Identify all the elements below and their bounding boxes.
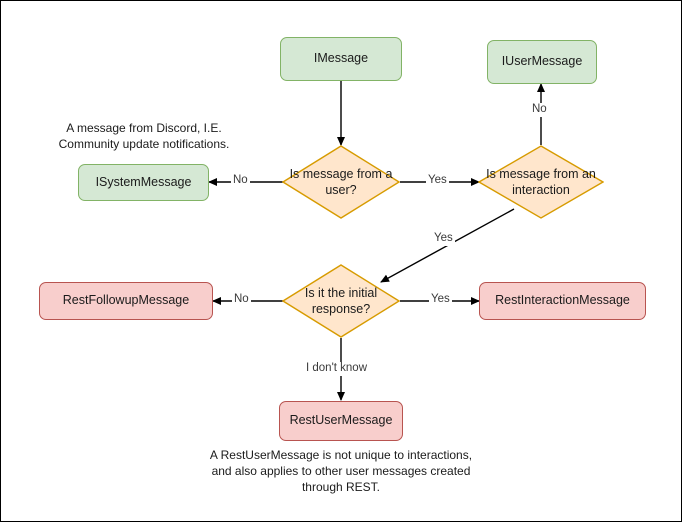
- diamond-shape: [282, 264, 400, 338]
- node-imessage[interactable]: IMessage: [280, 37, 402, 81]
- node-isystemmessage-label: ISystemMessage: [95, 174, 192, 189]
- decision-is-message-from-interaction[interactable]: Is message from an interaction: [478, 145, 604, 219]
- node-isystemmessage[interactable]: ISystemMessage: [78, 164, 209, 201]
- node-restfollowupmessage-label: RestFollowupMessage: [62, 293, 190, 308]
- edge-label-initial-no: No: [232, 293, 251, 307]
- decision-is-initial-response[interactable]: Is it the initial response?: [282, 264, 400, 338]
- annotation-rest-user-message: A RestUserMessage is not unique to inter…: [209, 448, 473, 495]
- node-imessage-label: IMessage: [313, 51, 369, 66]
- edge-label-initial-yes: Yes: [429, 293, 452, 307]
- decision-is-initial-response-label: Is it the initial response?: [304, 285, 378, 316]
- node-iusermessage[interactable]: IUserMessage: [487, 40, 597, 84]
- node-iusermessage-label: IUserMessage: [501, 54, 583, 69]
- node-restinteractionmessage-label: RestInteractionMessage: [495, 293, 630, 308]
- decision-is-message-from-interaction-label: Is message from an interaction: [486, 166, 596, 197]
- annotation-system-message: A message from Discord, I.E. Community u…: [58, 121, 230, 152]
- edge-label-initial-unknown: I don't know: [304, 362, 370, 376]
- edge-label-from-user-yes: Yes: [426, 174, 449, 188]
- decision-is-message-from-user[interactable]: Is message from a user?: [282, 145, 400, 219]
- decision-is-message-from-user-label: Is message from a user?: [289, 166, 393, 197]
- node-restinteractionmessage[interactable]: RestInteractionMessage: [479, 282, 646, 320]
- edge-label-from-user-no: No: [231, 174, 250, 188]
- edge-label-from-interaction-no: No: [530, 103, 549, 117]
- diamond-shape: [282, 145, 400, 219]
- node-restusermessage-label: RestUserMessage: [289, 413, 393, 428]
- node-restfollowupmessage[interactable]: RestFollowupMessage: [39, 282, 213, 320]
- node-restusermessage[interactable]: RestUserMessage: [279, 401, 403, 441]
- diamond-shape: [478, 145, 604, 219]
- edge-label-from-interaction-yes: Yes: [432, 232, 455, 246]
